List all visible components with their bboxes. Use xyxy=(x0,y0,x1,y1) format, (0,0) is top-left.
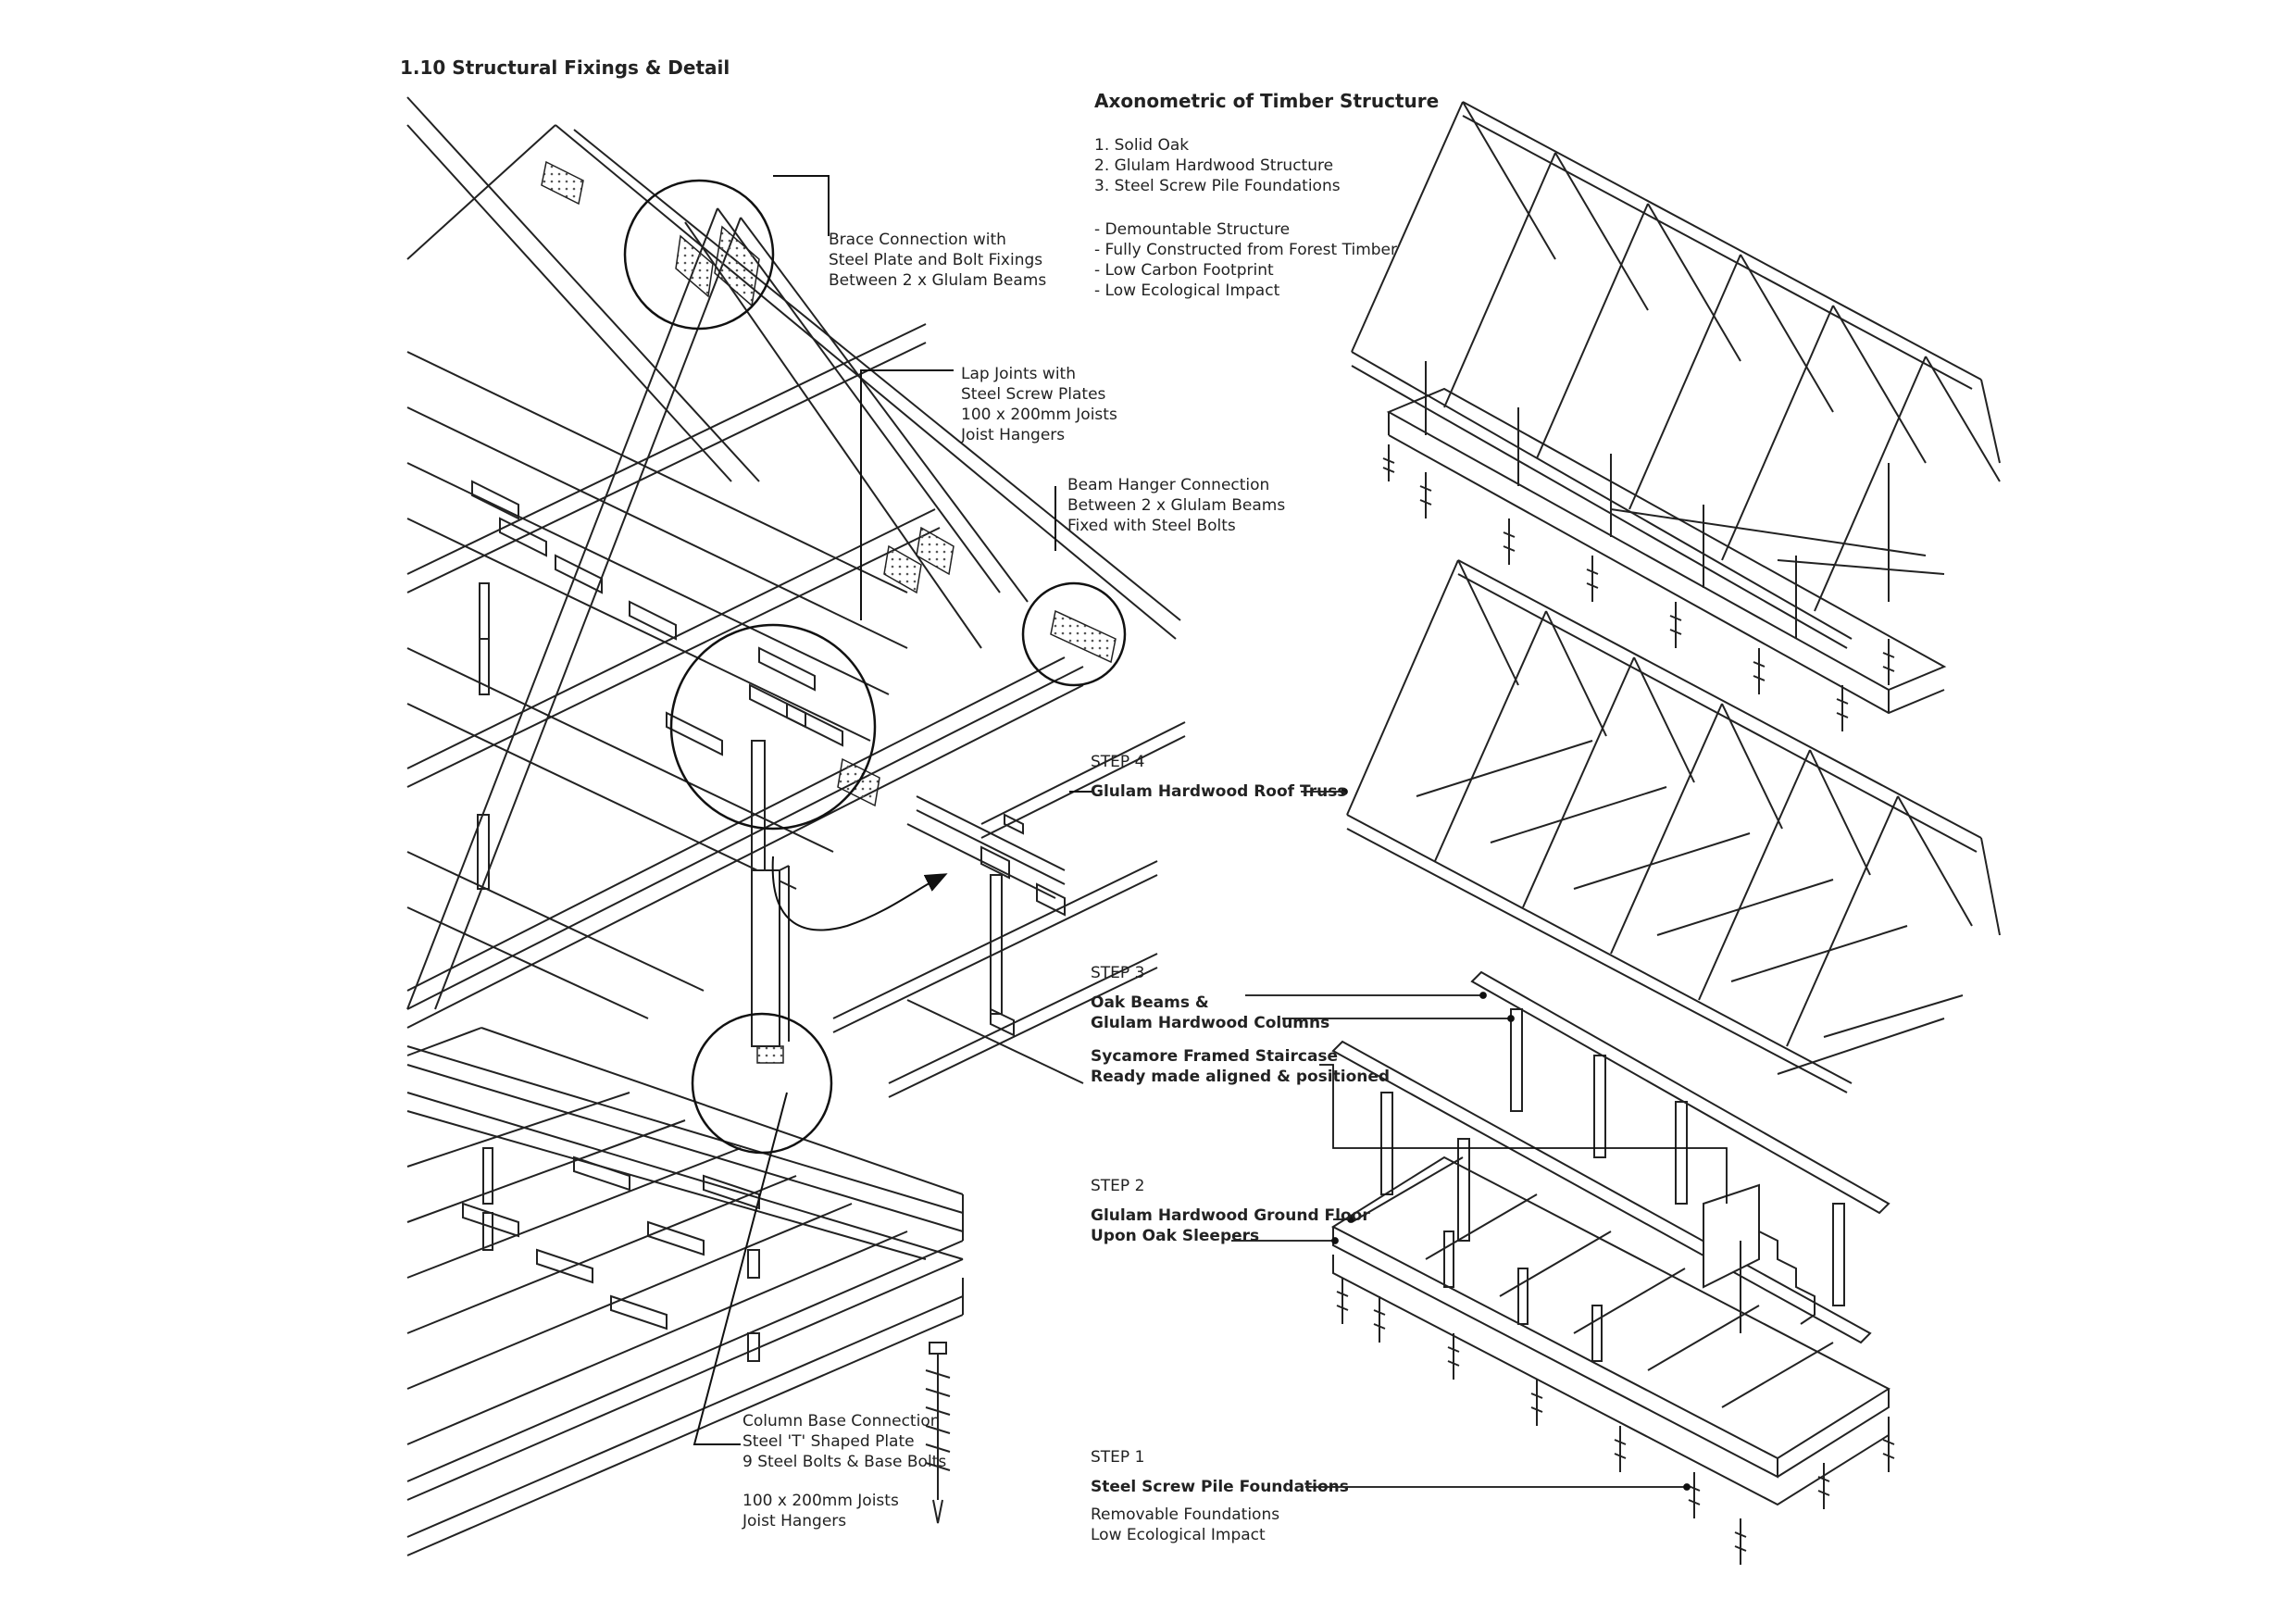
leader-lines xyxy=(694,176,1092,1444)
callout-line: Between 2 x Glulam Beams xyxy=(1067,496,1286,515)
callout-circles xyxy=(625,181,1125,1153)
axonometric-title: Axonometric of Timber Structure xyxy=(1094,90,1440,112)
material-item: 3. Steel Screw Pile Foundations xyxy=(1094,177,1341,195)
step2-label: Upon Oak Sleepers xyxy=(1091,1227,1260,1245)
callout-line: 100 x 200mm Joists xyxy=(742,1492,899,1510)
callout-line: Lap Joints with xyxy=(961,365,1076,383)
callout-line: 100 x 200mm Joists xyxy=(961,406,1117,424)
detail-screw-pile xyxy=(926,1343,950,1523)
feature-item: - Fully Constructed from Forest Timber xyxy=(1094,241,1397,259)
callout-line: Joist Hangers xyxy=(961,426,1066,444)
axo-ground-floor xyxy=(1333,1157,1889,1505)
step3-label: Ready made aligned & positioned xyxy=(1091,1068,1391,1086)
axo-floor-screw-piles xyxy=(1337,1278,1894,1565)
feature-item: - Low Ecological Impact xyxy=(1094,281,1280,300)
callout-line: Steel 'T' Shaped Plate xyxy=(742,1432,915,1451)
callout-line: Between 2 x Glulam Beams xyxy=(829,271,1047,290)
axo-beams-columns xyxy=(1333,972,1889,1343)
callout-line: Steel Plate and Bolt Fixings xyxy=(829,251,1043,269)
sheet-title: 1.10 Structural Fixings & Detail xyxy=(400,56,730,79)
step2-label: Glulam Hardwood Ground Floor xyxy=(1091,1206,1370,1225)
callout-line: Joist Hangers xyxy=(742,1512,847,1530)
axo-full-screw-piles xyxy=(1383,444,1894,731)
materials-list: 1. Solid Oak 2. Glulam Hardwood Structur… xyxy=(1094,135,1341,196)
callout-lap-joints: Lap Joints with Steel Screw Plates 100 x… xyxy=(961,364,1117,445)
material-item: 1. Solid Oak xyxy=(1094,136,1190,155)
callout-line: Steel Screw Plates xyxy=(961,385,1106,404)
callout-beam-hanger: Beam Hanger Connection Between 2 x Glula… xyxy=(1067,475,1285,536)
step1-label: Steel Screw Pile Foundations xyxy=(1091,1478,1349,1496)
features-list: - Demountable Structure - Fully Construc… xyxy=(1094,219,1397,301)
step3-label: Glulam Hardwood Columns xyxy=(1091,1014,1330,1032)
step4-title: STEP 4 xyxy=(1091,753,1145,771)
step2-block: STEP 2 Glulam Hardwood Ground Floor Upon… xyxy=(1091,1176,1370,1246)
step4-block: STEP 4 Glulam Hardwood Roof Truss xyxy=(1091,752,1346,802)
step1-note: Low Ecological Impact xyxy=(1091,1526,1266,1544)
callout-line: Brace Connection with xyxy=(829,231,1006,249)
step1-note: Removable Foundations xyxy=(1091,1505,1280,1524)
detail-exploded-joint xyxy=(833,722,1185,1097)
step1-block: STEP 1 Steel Screw Pile Foundations Remo… xyxy=(1091,1447,1349,1545)
detail-column xyxy=(752,866,789,1046)
callout-joists: 100 x 200mm Joists Joist Hangers xyxy=(742,1491,899,1531)
step4-label: Glulam Hardwood Roof Truss xyxy=(1091,782,1347,801)
detail-floor-structure xyxy=(407,1028,963,1555)
material-item: 2. Glulam Hardwood Structure xyxy=(1094,156,1334,175)
callout-line: Beam Hanger Connection xyxy=(1067,476,1270,494)
detail-roof-structure xyxy=(407,97,1180,1028)
axo-roof-truss xyxy=(1347,560,2000,1093)
step3-block: STEP 3 Oak Beams & Glulam Hardwood Colum… xyxy=(1091,963,1390,1087)
callout-brace-connection: Brace Connection with Steel Plate and Bo… xyxy=(829,230,1046,291)
step3-label: Oak Beams & xyxy=(1091,993,1209,1012)
step3-title: STEP 3 xyxy=(1091,964,1145,982)
callout-line: 9 Steel Bolts & Base Bolts xyxy=(742,1453,947,1471)
step2-title: STEP 2 xyxy=(1091,1177,1145,1195)
steel-plates xyxy=(542,162,1116,1063)
feature-item: - Demountable Structure xyxy=(1094,220,1291,239)
callout-column-base: Column Base Connection Steel 'T' Shaped … xyxy=(742,1411,946,1472)
axo-full-assembly xyxy=(1352,102,2000,713)
callout-line: Fixed with Steel Bolts xyxy=(1067,517,1236,535)
step1-title: STEP 1 xyxy=(1091,1448,1145,1467)
step-leader-lines xyxy=(1231,789,1727,1490)
step3-label: Sycamore Framed Staircase xyxy=(1091,1047,1339,1066)
feature-item: - Low Carbon Footprint xyxy=(1094,261,1274,280)
callout-line: Column Base Connection xyxy=(742,1412,941,1430)
